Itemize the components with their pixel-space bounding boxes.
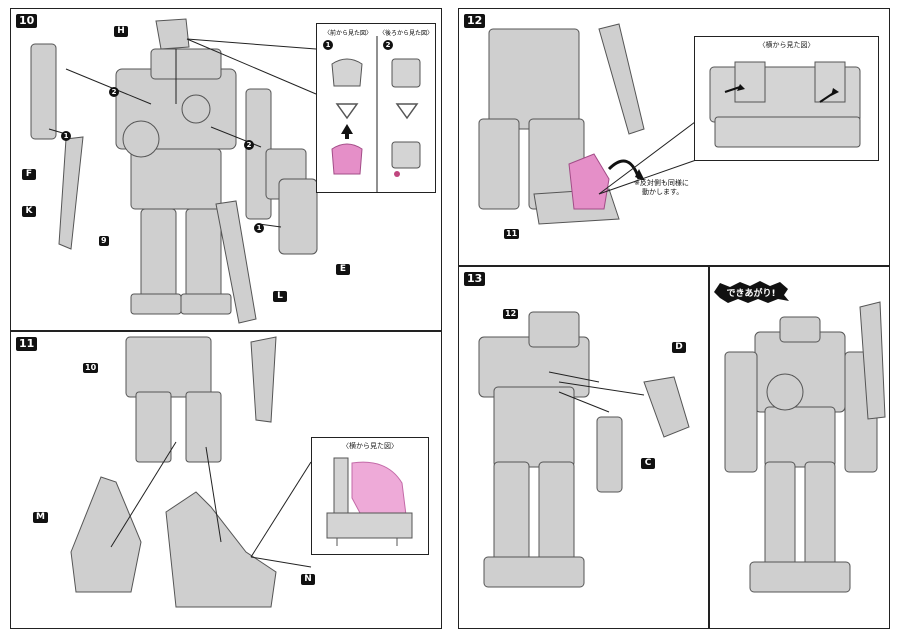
subassembly-ref-9: 9 [99, 236, 109, 246]
inset-drawing [695, 37, 880, 162]
note-line-1: ※反対側も同様に [634, 179, 689, 188]
order-mark-1: 1 [61, 131, 71, 141]
order-mark-2: 2 [244, 140, 254, 150]
part-label-k: K [22, 206, 36, 217]
arm-attach-illustration [459, 267, 710, 630]
subassembly-ref-10: 10 [83, 363, 98, 373]
subassembly-ref-11: 11 [504, 229, 519, 239]
step-10-panel: 10 [10, 8, 442, 331]
part-label-e: E [336, 264, 350, 275]
opposite-side-note: ※反対側も同様に 動かします。 [634, 179, 689, 197]
head-detail-inset: 〈前から見た図〉 〈後ろから見た図〉 1 2 [316, 23, 436, 193]
note-line-2: 動かします。 [634, 188, 689, 197]
side-view-inset: 〈横から見た図〉 [694, 36, 879, 161]
complete-label: できあがり! [712, 286, 790, 299]
part-label-h: H [114, 26, 128, 37]
inset-drawings [317, 24, 437, 194]
subassembly-ref-12: 12 [503, 309, 518, 319]
step-13-panel: 13 12 D C [458, 266, 709, 629]
order-mark-2: 2 [109, 87, 119, 97]
step-11-panel: 11 10 M N 〈横から見た図〉 [10, 331, 442, 629]
side-view-inset: 〈横から見た図〉 [311, 437, 429, 555]
part-label-d: D [672, 342, 686, 353]
part-label-c: C [641, 458, 655, 469]
part-label-m: M [33, 512, 48, 523]
step-12-panel: 12 11 ※反対側も同様に 動かします。 〈横から見た図〉 [458, 8, 890, 266]
finished-robot-illustration [710, 267, 891, 630]
part-label-l: L [273, 291, 287, 302]
complete-burst-label: できあがり! [712, 281, 790, 303]
order-mark-1: 1 [254, 223, 264, 233]
part-label-f: F [22, 169, 36, 180]
inset-drawing [312, 438, 430, 556]
complete-panel [709, 266, 890, 629]
part-label-n: N [301, 574, 315, 585]
